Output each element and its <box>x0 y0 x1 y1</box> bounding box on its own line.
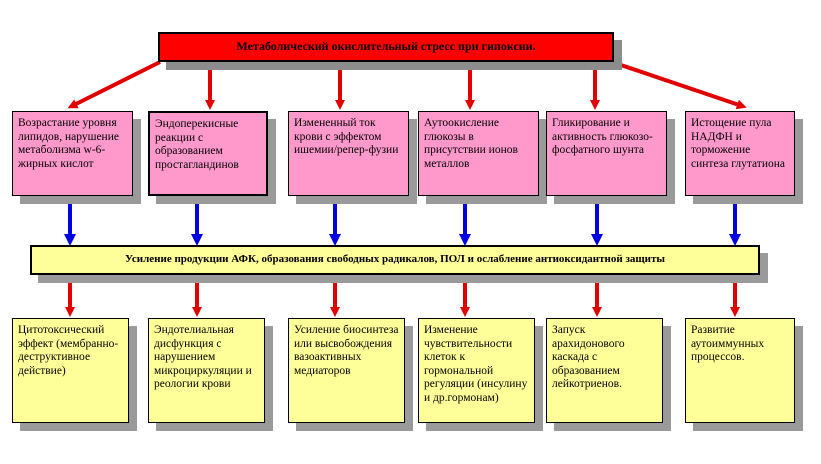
effect-box-endothelial: Эндотелиальная дисфункция с нарушением м… <box>148 318 265 423</box>
cause-label: Возрастание уровня липидов, нарушение ме… <box>18 117 119 170</box>
effect-label: Усиление биосинтеза или высвобождения ва… <box>294 324 399 377</box>
effect-box-hormonal-sensitivity: Изменение чувствительности клеток к горм… <box>418 318 535 423</box>
cause-box-nadph-depletion: Истощение пула НАДФН и торможение синтез… <box>685 111 795 196</box>
cause-label: Аутоокисление глюкозы в присутствии ионо… <box>424 117 518 170</box>
cause-box-lipids: Возрастание уровня липидов, нарушение ме… <box>12 111 133 196</box>
cause-label: Истощение пула НАДФН и торможение синтез… <box>691 117 785 170</box>
cause-label: Гликирование и активность глюкозо-фосфат… <box>552 117 653 156</box>
cause-box-endoperoxide: Эндоперекисные реакции с образованием пр… <box>148 111 268 196</box>
oxidative-stress-box: Метаболический окислительный стресс при … <box>158 32 614 62</box>
arrow-top-to-cause-1 <box>67 60 161 109</box>
effect-box-autoimmune: Развитие аутоиммунных процессов. <box>685 318 795 423</box>
cause-box-blood-flow: Измененный ток крови с эффектом ишемии/р… <box>288 111 409 196</box>
cause-label: Эндоперекисные реакции с образованием пр… <box>155 118 239 171</box>
effect-label: Цитотоксический эффект (мембранно-дестру… <box>18 324 119 377</box>
arrow-top-to-cause-6 <box>611 60 747 110</box>
effect-label: Запуск арахидонового каскада с образован… <box>552 324 625 390</box>
ros-production-label: Усиление продукции АФК, образования своб… <box>125 253 665 266</box>
oxidative-stress-label: Метаболический окислительный стресс при … <box>236 39 536 54</box>
effect-label: Развитие аутоиммунных процессов. <box>691 324 765 363</box>
cause-box-glucose-autooxidation: Аутоокисление глюкозы в присутствии ионо… <box>418 111 539 196</box>
effect-box-arachidonic: Запуск арахидонового каскада с образован… <box>546 318 663 423</box>
effect-label: Эндотелиальная дисфункция с нарушением м… <box>154 324 252 390</box>
cause-label: Измененный ток крови с эффектом ишемии/р… <box>294 117 399 156</box>
effect-box-vasoactive: Усиление биосинтеза или высвобождения ва… <box>288 318 405 423</box>
effect-label: Изменение чувствительности клеток к горм… <box>424 324 528 404</box>
ros-production-box: Усиление продукции АФК, образования своб… <box>30 245 760 275</box>
effect-box-cytotoxic: Цитотоксический эффект (мембранно-дестру… <box>12 318 129 423</box>
cause-box-glycation: Гликирование и активность глюкозо-фосфат… <box>546 111 667 196</box>
